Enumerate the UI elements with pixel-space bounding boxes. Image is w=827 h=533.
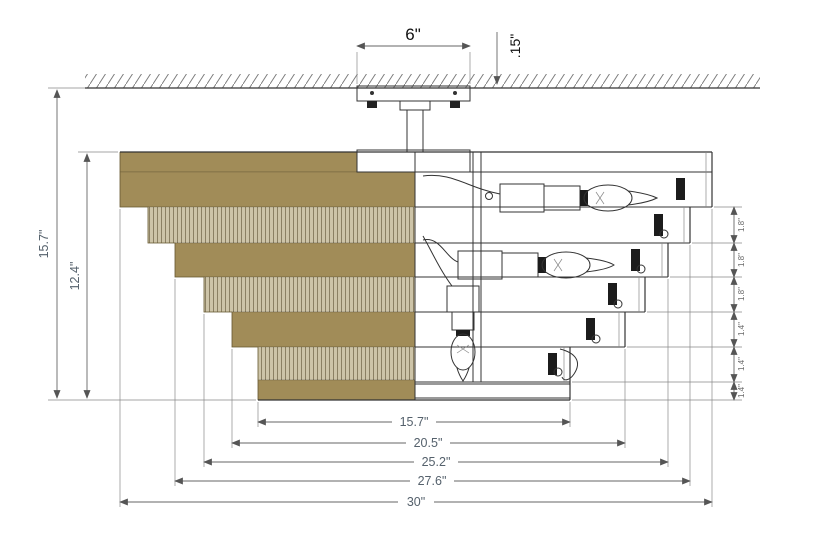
filament — [595, 191, 605, 205]
center-mount-plate — [356, 149, 471, 173]
bottom-plate-section — [414, 383, 571, 399]
ceiling — [85, 74, 760, 89]
bulb-assembly-2 — [457, 250, 615, 280]
dim-label: 1.4" — [737, 322, 746, 336]
bulb-glass — [450, 333, 476, 371]
socket-screw-shell — [451, 311, 475, 331]
left-silhouette — [119, 152, 259, 400]
stem-collar — [399, 100, 431, 111]
hanger-block — [608, 283, 617, 305]
dim-label: 1.8" — [737, 218, 746, 232]
hook-icon — [659, 229, 669, 239]
hook-icon — [591, 334, 601, 344]
dim-overall-height: 15.7" — [37, 87, 256, 401]
crystal-band — [203, 276, 416, 313]
mount-block — [367, 101, 377, 108]
bulb-tip — [456, 367, 470, 382]
dim-label: 12.4" — [68, 262, 82, 291]
dim-label: 15.7" — [37, 230, 51, 259]
hanger-block — [631, 249, 640, 271]
tier-band — [119, 171, 416, 208]
bulb-glass — [541, 251, 591, 279]
wire-loop — [485, 192, 493, 200]
canopy-screw-icon — [453, 91, 457, 95]
bulb-glass — [583, 184, 633, 212]
canopy-screw-icon — [370, 91, 374, 95]
wire — [422, 239, 459, 263]
dim-label: 15.7" — [400, 415, 429, 429]
label-mask — [398, 495, 434, 509]
canopy-assembly — [356, 85, 471, 153]
socket-base — [456, 330, 470, 336]
hanger-block — [676, 178, 685, 200]
hook-icon — [613, 299, 623, 309]
bulb-tip — [585, 257, 615, 273]
ceiling-hatch — [85, 74, 760, 88]
socket-housing — [499, 183, 545, 213]
dim-label: .15" — [507, 34, 523, 58]
filament — [456, 344, 470, 354]
tier-band — [119, 151, 358, 173]
dim-label: 1.4" — [737, 384, 746, 398]
dim-label: 1.8" — [737, 253, 746, 267]
label-mask — [406, 436, 450, 450]
fixture-right-half — [120, 149, 713, 401]
bulb-assembly-3 — [446, 285, 480, 382]
dim-canopy-width: 6" — [356, 25, 471, 84]
dim-body-height: 12.4" — [68, 151, 118, 399]
tier-band — [231, 311, 416, 348]
wire — [422, 235, 453, 287]
dim-label: 1.4" — [737, 357, 746, 371]
dim-label: 27.6" — [418, 474, 447, 488]
wire — [559, 348, 578, 381]
mount-block — [450, 101, 460, 108]
stem — [406, 109, 424, 153]
socket-housing — [446, 285, 480, 313]
dim-label: 20.5" — [414, 436, 443, 450]
socket-screw-shell — [501, 252, 539, 278]
hanger-block — [586, 318, 595, 340]
dim-label: 6" — [405, 25, 421, 44]
wire — [422, 174, 501, 195]
hook-icon — [553, 367, 563, 377]
label-mask — [410, 474, 454, 488]
socket-housing — [457, 250, 503, 280]
dim-tier-heights: 1.8" 1.8" 1.8" 1.4" 1.4" 1.4" — [572, 206, 746, 401]
dim-label: 25.2" — [422, 455, 451, 469]
dim-label: 30" — [407, 495, 425, 509]
crystal-band — [147, 206, 416, 244]
bulb-tip — [627, 190, 659, 206]
dim-widths: 15.7" 20.5" 25.2" 27.6" 30" — [119, 209, 713, 509]
fixture-left-half — [119, 151, 416, 401]
filament — [553, 258, 563, 272]
crystal-band — [257, 346, 416, 381]
label-mask — [414, 455, 458, 469]
dim-canopy-thickness: .15" — [493, 32, 523, 85]
hook-icon — [636, 264, 646, 274]
hanger-block — [654, 214, 663, 236]
tier-band — [174, 242, 416, 278]
socket-screw-shell — [543, 185, 581, 211]
tier-band-bottom — [257, 379, 416, 401]
dim-label: 1.8" — [737, 287, 746, 301]
bulb-assembly-1 — [499, 183, 659, 213]
label-mask — [392, 415, 436, 429]
hanger-block — [548, 353, 557, 375]
